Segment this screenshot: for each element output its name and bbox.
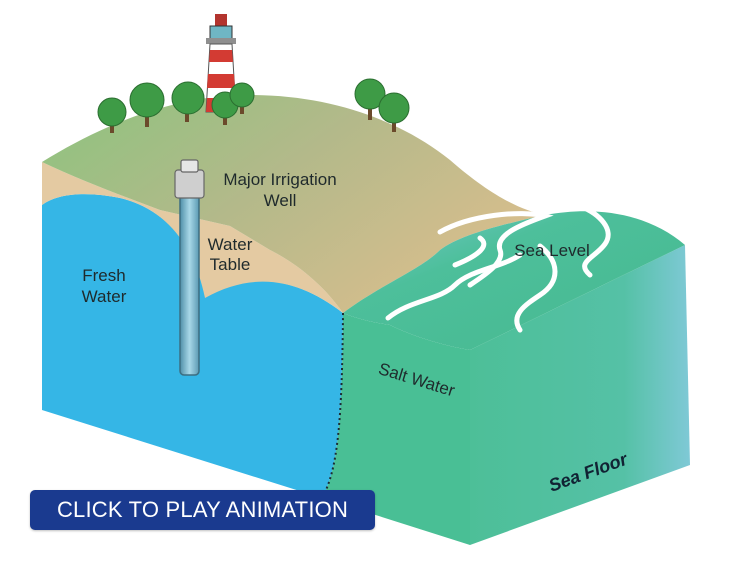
fresh-water-label-line2: Water <box>82 287 127 306</box>
well-cap <box>180 159 199 173</box>
salt-fresh-interface <box>321 312 344 499</box>
major-irrigation-well-label: Major Irrigation <box>223 170 336 189</box>
well-head <box>174 169 205 199</box>
land-surface <box>42 95 545 313</box>
sea-level-label: Sea Level <box>514 241 590 260</box>
wave-line-2 <box>385 235 523 321</box>
major-irrigation-well-label-line2: Well <box>264 191 297 210</box>
wave-line-4 <box>514 243 558 333</box>
sea-surface <box>343 211 685 350</box>
salt-water-front <box>322 313 470 545</box>
play-animation-button[interactable]: CLICK TO PLAY ANIMATION <box>30 490 375 530</box>
fresh-water-label: Fresh <box>82 266 125 285</box>
tree-icon <box>97 78 410 133</box>
water-table-label: Water <box>208 235 253 254</box>
sea-side-face <box>470 245 690 545</box>
well-pipe <box>179 194 200 376</box>
water-table-label-line2: Table <box>210 255 251 274</box>
wave-line-3 <box>577 203 611 278</box>
